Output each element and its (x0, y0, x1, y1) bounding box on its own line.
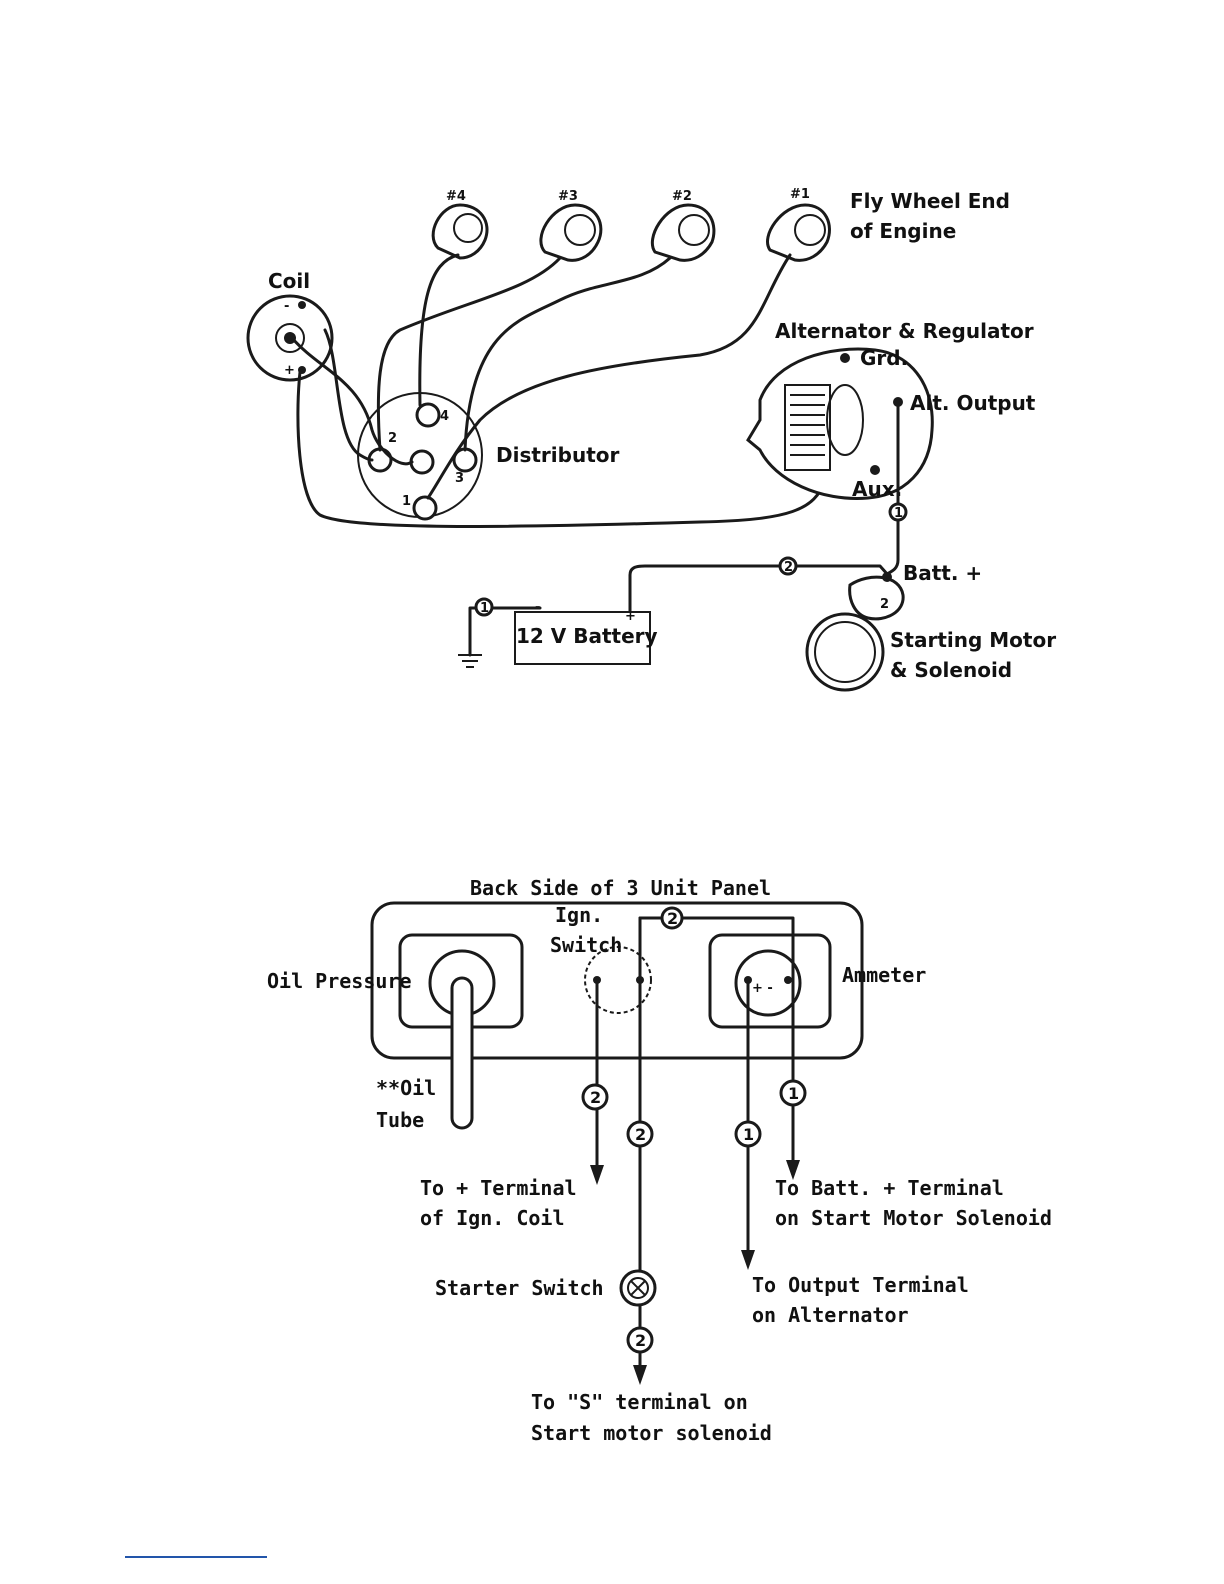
coil-label: Coil (268, 269, 310, 293)
wire-tag-circle-batt (778, 556, 798, 576)
ammeter: + - (708, 933, 832, 1029)
to-output-label-line1: To Output Terminal (752, 1273, 969, 1297)
wire-tag-output: 1 (743, 1125, 754, 1144)
spark-plug-3: #3 (539, 189, 603, 262)
ground-symbol (458, 654, 482, 668)
wire-tag-ground: 1 (480, 601, 489, 616)
wire-tag-circle-starter (626, 1120, 654, 1148)
coil-negative-wire (323, 328, 374, 462)
wire-tag-circle-s (626, 1326, 654, 1354)
aux-label: Aux. (852, 477, 902, 501)
coil-high-tension-wire (290, 336, 414, 466)
coil-plus-sign: + (284, 363, 295, 378)
oil-tube (450, 976, 474, 1130)
engine-wiring-diagram: #4 #3 #2 #1 Fly Wheel End of Engine - (246, 187, 1056, 692)
to-s-label-line1: To "S" terminal on (531, 1390, 748, 1414)
oil-pressure-label: Oil Pressure (267, 969, 412, 993)
spark-plug-4: #4 (431, 189, 489, 260)
starter-label-line2: & Solenoid (890, 658, 1012, 682)
wire-tag-circle-batt (779, 1079, 807, 1107)
arrow-to-output (741, 1250, 755, 1270)
batt-plus-label: Batt. + (903, 561, 982, 585)
plug-wire-3 (376, 256, 562, 452)
plug-tag-1: #1 (790, 187, 810, 202)
to-batt-label-line1: To Batt. + Terminal (775, 1176, 1004, 1200)
spark-plug-1: #1 (766, 187, 831, 262)
arrow-to-s-terminal (633, 1365, 647, 1385)
wire-tag-circle-output (734, 1120, 762, 1148)
plug-wire-2 (463, 256, 672, 452)
starter-switch-label: Starter Switch (435, 1276, 604, 1300)
grd-label: Grd. (860, 346, 908, 370)
starter-switch (619, 1269, 657, 1307)
battery-plus-sign: + (625, 609, 636, 624)
distributor-terminal-1: 1 (402, 494, 411, 509)
coil-minus-sign: - (284, 299, 289, 314)
oil-tube-label-line1: **Oil (376, 1076, 436, 1100)
plug-wire-4 (418, 253, 460, 407)
arrow-to-batt (786, 1160, 800, 1180)
plug-tag-4: #4 (446, 189, 466, 204)
ign-switch-label-line1: Ign. (555, 903, 603, 927)
ammeter-signs: + - (752, 981, 773, 996)
battery: - + (514, 600, 651, 665)
wire-tag-coil: 2 (590, 1088, 601, 1107)
wire-tag-alt: 1 (894, 506, 903, 521)
footnote-rule (125, 1556, 267, 1558)
ammeter-label: Ammeter (842, 963, 926, 987)
alt-output-label: Alt. Output (910, 391, 1036, 415)
distributor-terminal-4: 4 (440, 409, 449, 424)
to-coil-label-line2: of Ign. Coil (420, 1206, 565, 1230)
wire-tag-batt: 2 (784, 560, 793, 575)
oil-pressure-gauge (398, 933, 524, 1130)
alternator-label: Alternator & Regulator (775, 319, 1034, 343)
panel-outline (370, 901, 864, 1060)
wire-tag-top: 2 (667, 909, 678, 928)
to-batt-label-line2: on Start Motor Solenoid (775, 1206, 1052, 1230)
distributor-label: Distributor (496, 443, 619, 467)
ignition-coil: - + (246, 294, 334, 382)
plug-tag-3: #3 (558, 189, 578, 204)
starter-s-mark: 2 (880, 597, 889, 612)
flywheel-label-line2: of Engine (850, 219, 956, 243)
wire-tag-starter: 2 (635, 1125, 646, 1144)
starting-motor: 2 (805, 572, 905, 692)
wire-tag-circle-alt (888, 502, 908, 522)
battery-label: 12 V Battery (516, 624, 658, 648)
ground-wire (468, 606, 542, 657)
panel-title: Back Side of 3 Unit Panel (470, 876, 771, 900)
flywheel-label-line1: Fly Wheel End (850, 189, 1010, 213)
wire-tag-circle-ground (474, 597, 494, 617)
spark-plug-2: #2 (650, 189, 716, 262)
battery-to-starter-wire (628, 564, 890, 614)
arrow-to-coil (590, 1165, 604, 1185)
plug-wire-1 (426, 253, 792, 500)
distributor: 2 4 3 1 (357, 392, 483, 521)
to-coil-label-line1: To + Terminal (420, 1176, 577, 1200)
alternator (746, 347, 934, 500)
distributor-terminal-3: 3 (455, 471, 464, 486)
wire-tag-circle-coil (581, 1083, 609, 1111)
panel-wiring-diagram: Back Side of 3 Unit Panel Oil Pressure *… (267, 876, 1052, 1445)
ign-switch-label-line2: Switch (550, 933, 622, 957)
oil-tube-label-line2: Tube (376, 1108, 424, 1132)
to-output-label-line2: on Alternator (752, 1303, 909, 1327)
wire-tag-batt-panel: 1 (788, 1084, 799, 1103)
plug-tag-2: #2 (672, 189, 692, 204)
distributor-terminal-2: 2 (388, 431, 397, 446)
wire-tag-s: 2 (635, 1331, 646, 1350)
coil-to-aux-wire (296, 370, 827, 528)
to-s-label-line2: Start motor solenoid (531, 1421, 772, 1445)
wire-tag-circle-top (660, 906, 684, 930)
starter-label-line1: Starting Motor (890, 628, 1056, 652)
